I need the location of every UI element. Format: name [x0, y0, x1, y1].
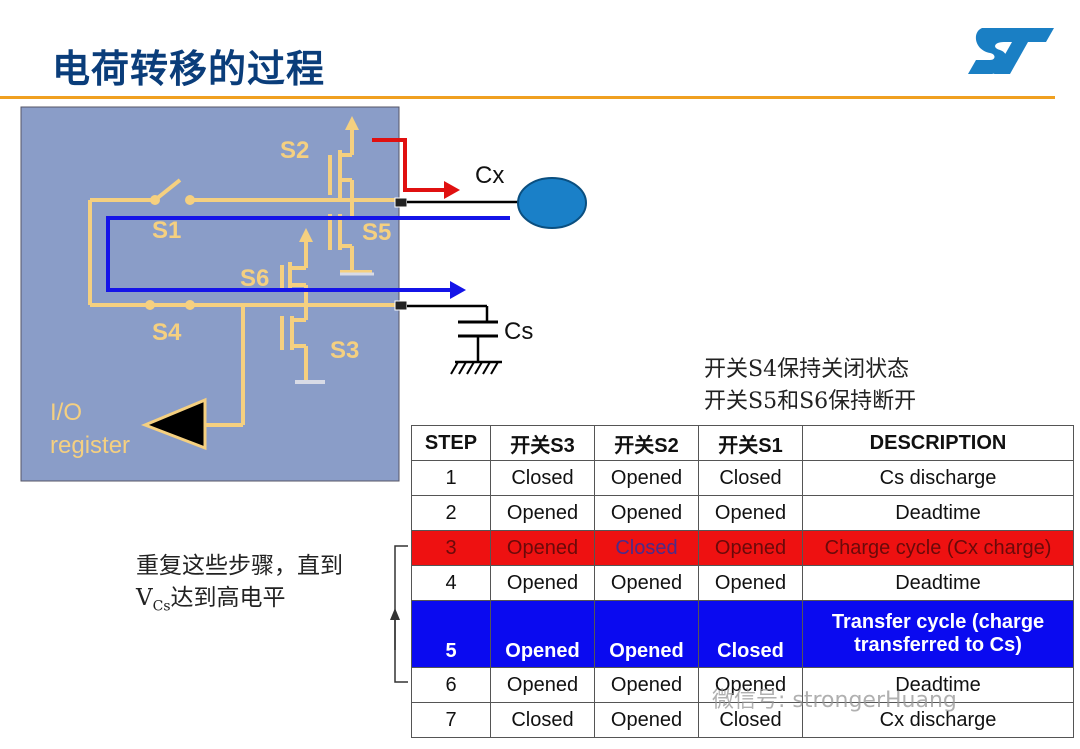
st-logo: [968, 28, 1054, 74]
step-cell: 6: [411, 667, 491, 703]
mcu-panel: [20, 106, 400, 482]
page-title: 电荷转移的过程: [52, 47, 326, 91]
step-cell: 2: [411, 495, 491, 531]
s3-cell: Opened: [490, 600, 595, 668]
step-table: STEP 开关S3 开关S2 开关S1 DESCRIPTION 1 Closed…: [411, 425, 1074, 738]
s3-cell: Opened: [490, 667, 595, 703]
table-row: 2 Opened Opened Opened Deadtime: [411, 495, 1074, 531]
table-row: 4 Opened Opened Opened Deadtime: [411, 565, 1074, 601]
switch-label-s5: S5: [362, 219, 391, 246]
table-row: 7 Closed Opened Closed Cx discharge: [411, 702, 1074, 738]
switch-label-s4: S4: [152, 319, 182, 346]
step-cell: 7: [411, 702, 491, 738]
table-header-row: STEP 开关S3 开关S2 开关S1 DESCRIPTION: [411, 425, 1074, 461]
s3-cell: Opened: [490, 495, 595, 531]
s1-cell: Opened: [698, 667, 803, 703]
description-cell: Deadtime: [802, 565, 1074, 601]
s3-cell: Opened: [490, 530, 595, 566]
description-cell: Deadtime: [802, 495, 1074, 531]
switch-label-s2: S2: [280, 137, 309, 164]
s1-cell: Opened: [698, 495, 803, 531]
switch-state-note: 开关S4保持关闭状态 开关S5和S6保持断开: [704, 354, 916, 418]
s2-cell: Opened: [594, 495, 699, 531]
s2-cell: Closed: [594, 530, 699, 566]
repeat-line-1: 重复这些步骤，直到: [136, 553, 343, 579]
s1-cell: Closed: [698, 702, 803, 738]
s1-cell: Opened: [698, 530, 803, 566]
description-cell: Charge cycle (Cx charge): [802, 530, 1074, 566]
s2-cell: Opened: [594, 460, 699, 496]
s2-cell: Opened: [594, 565, 699, 601]
header-s3: 开关S3: [490, 425, 595, 461]
description-cell: Cs discharge: [802, 460, 1074, 496]
cs-label: Cs: [504, 318, 533, 345]
table-row: 1 Closed Opened Closed Cs discharge: [411, 460, 1074, 496]
header-step: STEP: [411, 425, 491, 461]
step-cell: 1: [411, 460, 491, 496]
s3-cell: Closed: [490, 460, 595, 496]
s2-cell: Opened: [594, 600, 699, 668]
step-cell: 4: [411, 565, 491, 601]
s1-cell: Closed: [698, 460, 803, 496]
description-cell: Cx discharge: [802, 702, 1074, 738]
title-underline: [0, 96, 1055, 99]
note-line-1: 开关S4保持关闭状态: [704, 357, 910, 382]
table-row: 6 Opened Opened Opened Deadtime: [411, 667, 1074, 703]
s3-cell: Opened: [490, 565, 595, 601]
repeat-note: 重复这些步骤，直到 VCs达到高电平: [136, 550, 343, 623]
s1-cell: Opened: [698, 565, 803, 601]
header-s2: 开关S2: [594, 425, 699, 461]
step-cell: 3: [411, 530, 491, 566]
watermark: 微信号: strongerHuang: [712, 688, 957, 713]
step-cell: 5: [411, 600, 491, 668]
io-label-line2: register: [50, 432, 130, 459]
io-label-line1: I/O: [50, 399, 82, 426]
header-description: DESCRIPTION: [802, 425, 1074, 461]
repeat-line-2: VCs达到高电平: [136, 585, 286, 615]
s3-cell: Closed: [490, 702, 595, 738]
note-line-2: 开关S5和S6保持断开: [704, 389, 917, 414]
switch-label-s1: S1: [152, 217, 181, 244]
io-buffer: [140, 397, 207, 451]
cx-electrode: [517, 177, 587, 229]
header-s1: 开关S1: [698, 425, 803, 461]
s1-cell: Closed: [698, 600, 803, 668]
table-row-transfer: 5 Opened Opened Closed Transfer cycle (c…: [411, 600, 1074, 668]
description-cell: Deadtime: [802, 667, 1074, 703]
cx-label: Cx: [475, 162, 504, 189]
s2-cell: Opened: [594, 702, 699, 738]
switch-label-s3: S3: [330, 337, 359, 364]
switch-label-s6: S6: [240, 265, 269, 292]
s2-cell: Opened: [594, 667, 699, 703]
table-row-charge: 3 Opened Closed Opened Charge cycle (Cx …: [411, 530, 1074, 566]
